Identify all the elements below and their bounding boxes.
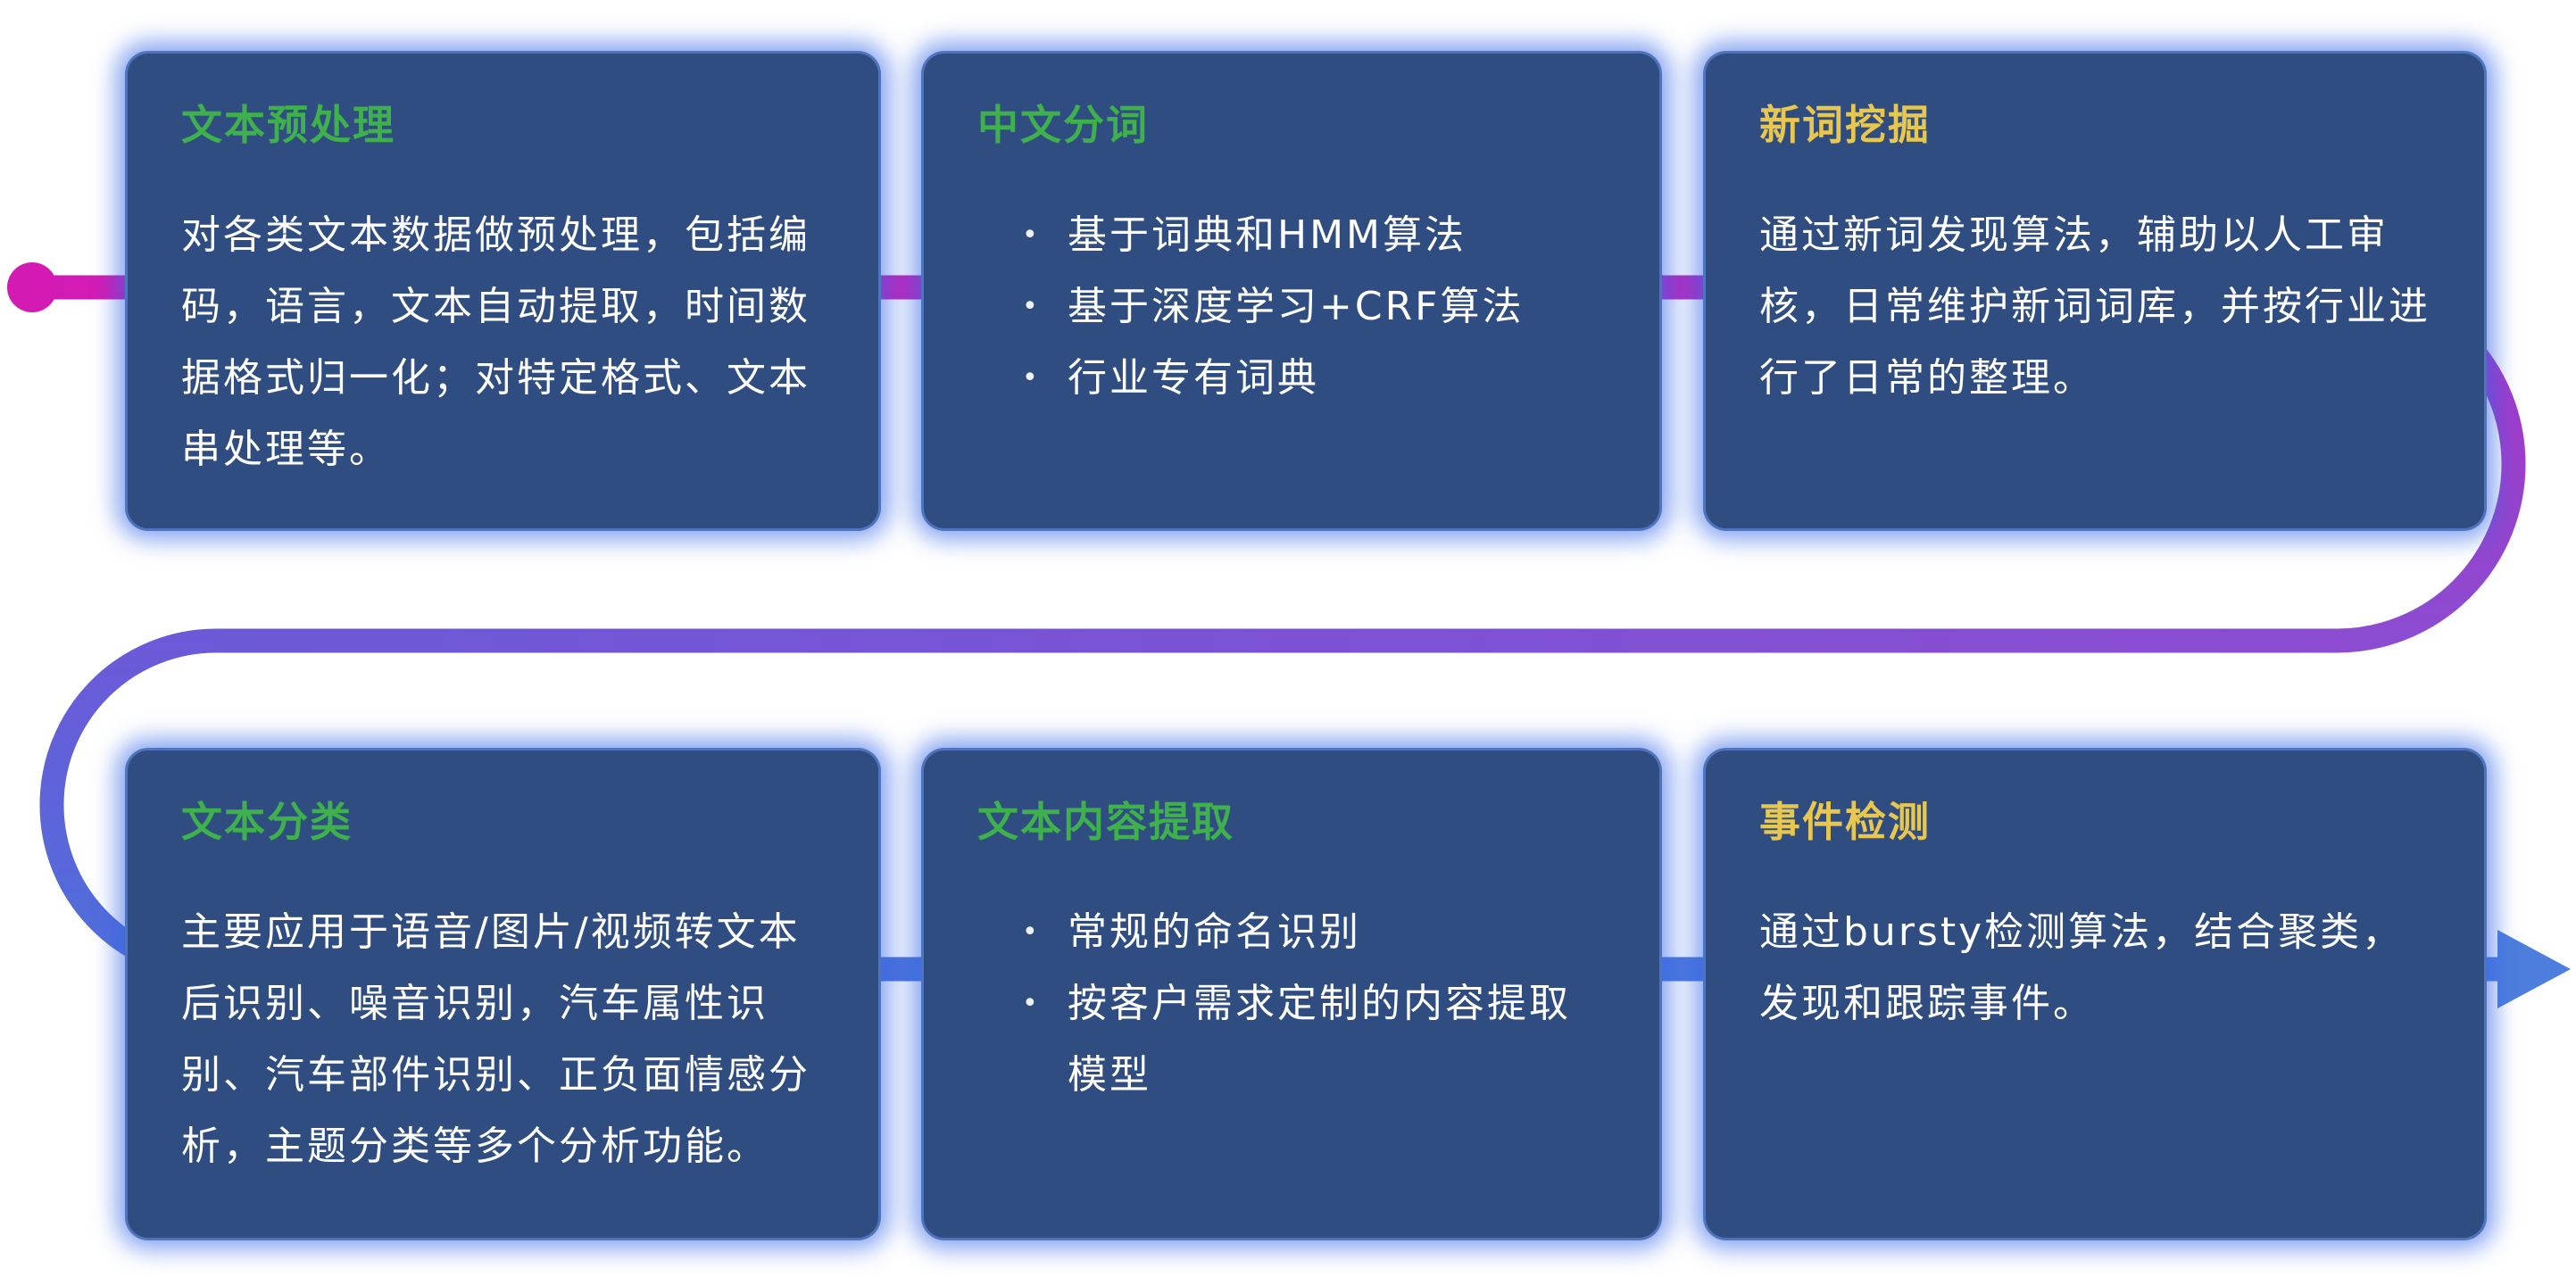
card-body: 对各类文本数据做预处理，包括编码，语言，文本自动提取，时间数据格式归一化；对特定… (181, 212, 810, 472)
bullet-text: 基于词典和HMM算法 (1068, 212, 1467, 258)
card-new-word-mining: 新词挖掘 通过新词发现算法，辅助以人工审核，日常维护新词词库，并按行业进行了日常… (1703, 51, 2487, 531)
bullet-item: 行业专有词典 (977, 343, 1609, 414)
card-bullet-list: 基于词典和HMM算法 基于深度学习+CRF算法 行业专有词典 (977, 200, 1609, 414)
card-text-classification: 文本分类 主要应用于语音/图片/视频转文本后识别、噪音识别，汽车属性识别、汽车部… (125, 748, 881, 1240)
card-title: 文本分类 (181, 798, 353, 846)
flow-start-dot (7, 262, 57, 312)
card-body: 通过bursty检测算法，结合聚类，发现和跟踪事件。 (1759, 909, 2405, 1026)
card-text-preprocessing: 文本预处理 对各类文本数据做预处理，包括编码，语言，文本自动提取，时间数据格式归… (125, 51, 881, 531)
card-event-detection: 事件检测 通过bursty检测算法，结合聚类，发现和跟踪事件。 (1703, 748, 2487, 1240)
bullet-item: 基于词典和HMM算法 (977, 200, 1609, 271)
bullet-text: 行业专有词典 (1068, 355, 1319, 401)
card-body: 主要应用于语音/图片/视频转文本后识别、噪音识别，汽车属性识别、汽车部件识别、正… (181, 909, 810, 1169)
card-bullet-list: 常规的命名识别 按客户需求定制的内容提取模型 (977, 897, 1609, 1111)
card-chinese-word-segmentation: 中文分词 基于词典和HMM算法 基于深度学习+CRF算法 行业专有词典 (921, 51, 1662, 531)
card-title: 中文分词 (977, 101, 1149, 149)
bullet-text: 常规的命名识别 (1068, 909, 1361, 955)
card-body: 通过新词发现算法，辅助以人工审核，日常维护新词词库，并按行业进行了日常的整理。 (1759, 212, 2431, 401)
bullet-item: 按客户需求定制的内容提取模型 (977, 968, 1609, 1111)
card-title: 文本内容提取 (977, 798, 1234, 846)
bullet-item: 基于深度学习+CRF算法 (977, 271, 1609, 343)
bullet-text: 基于深度学习+CRF算法 (1068, 284, 1525, 329)
card-title: 文本预处理 (181, 101, 395, 149)
bullet-item: 常规的命名识别 (977, 897, 1609, 968)
card-title: 新词挖掘 (1759, 101, 1931, 149)
card-title: 事件检测 (1759, 798, 1931, 846)
flow-arrow-icon (2497, 930, 2571, 1008)
card-text-content-extraction: 文本内容提取 常规的命名识别 按客户需求定制的内容提取模型 (921, 748, 1662, 1240)
bullet-text: 按客户需求定制的内容提取模型 (1068, 981, 1571, 1098)
